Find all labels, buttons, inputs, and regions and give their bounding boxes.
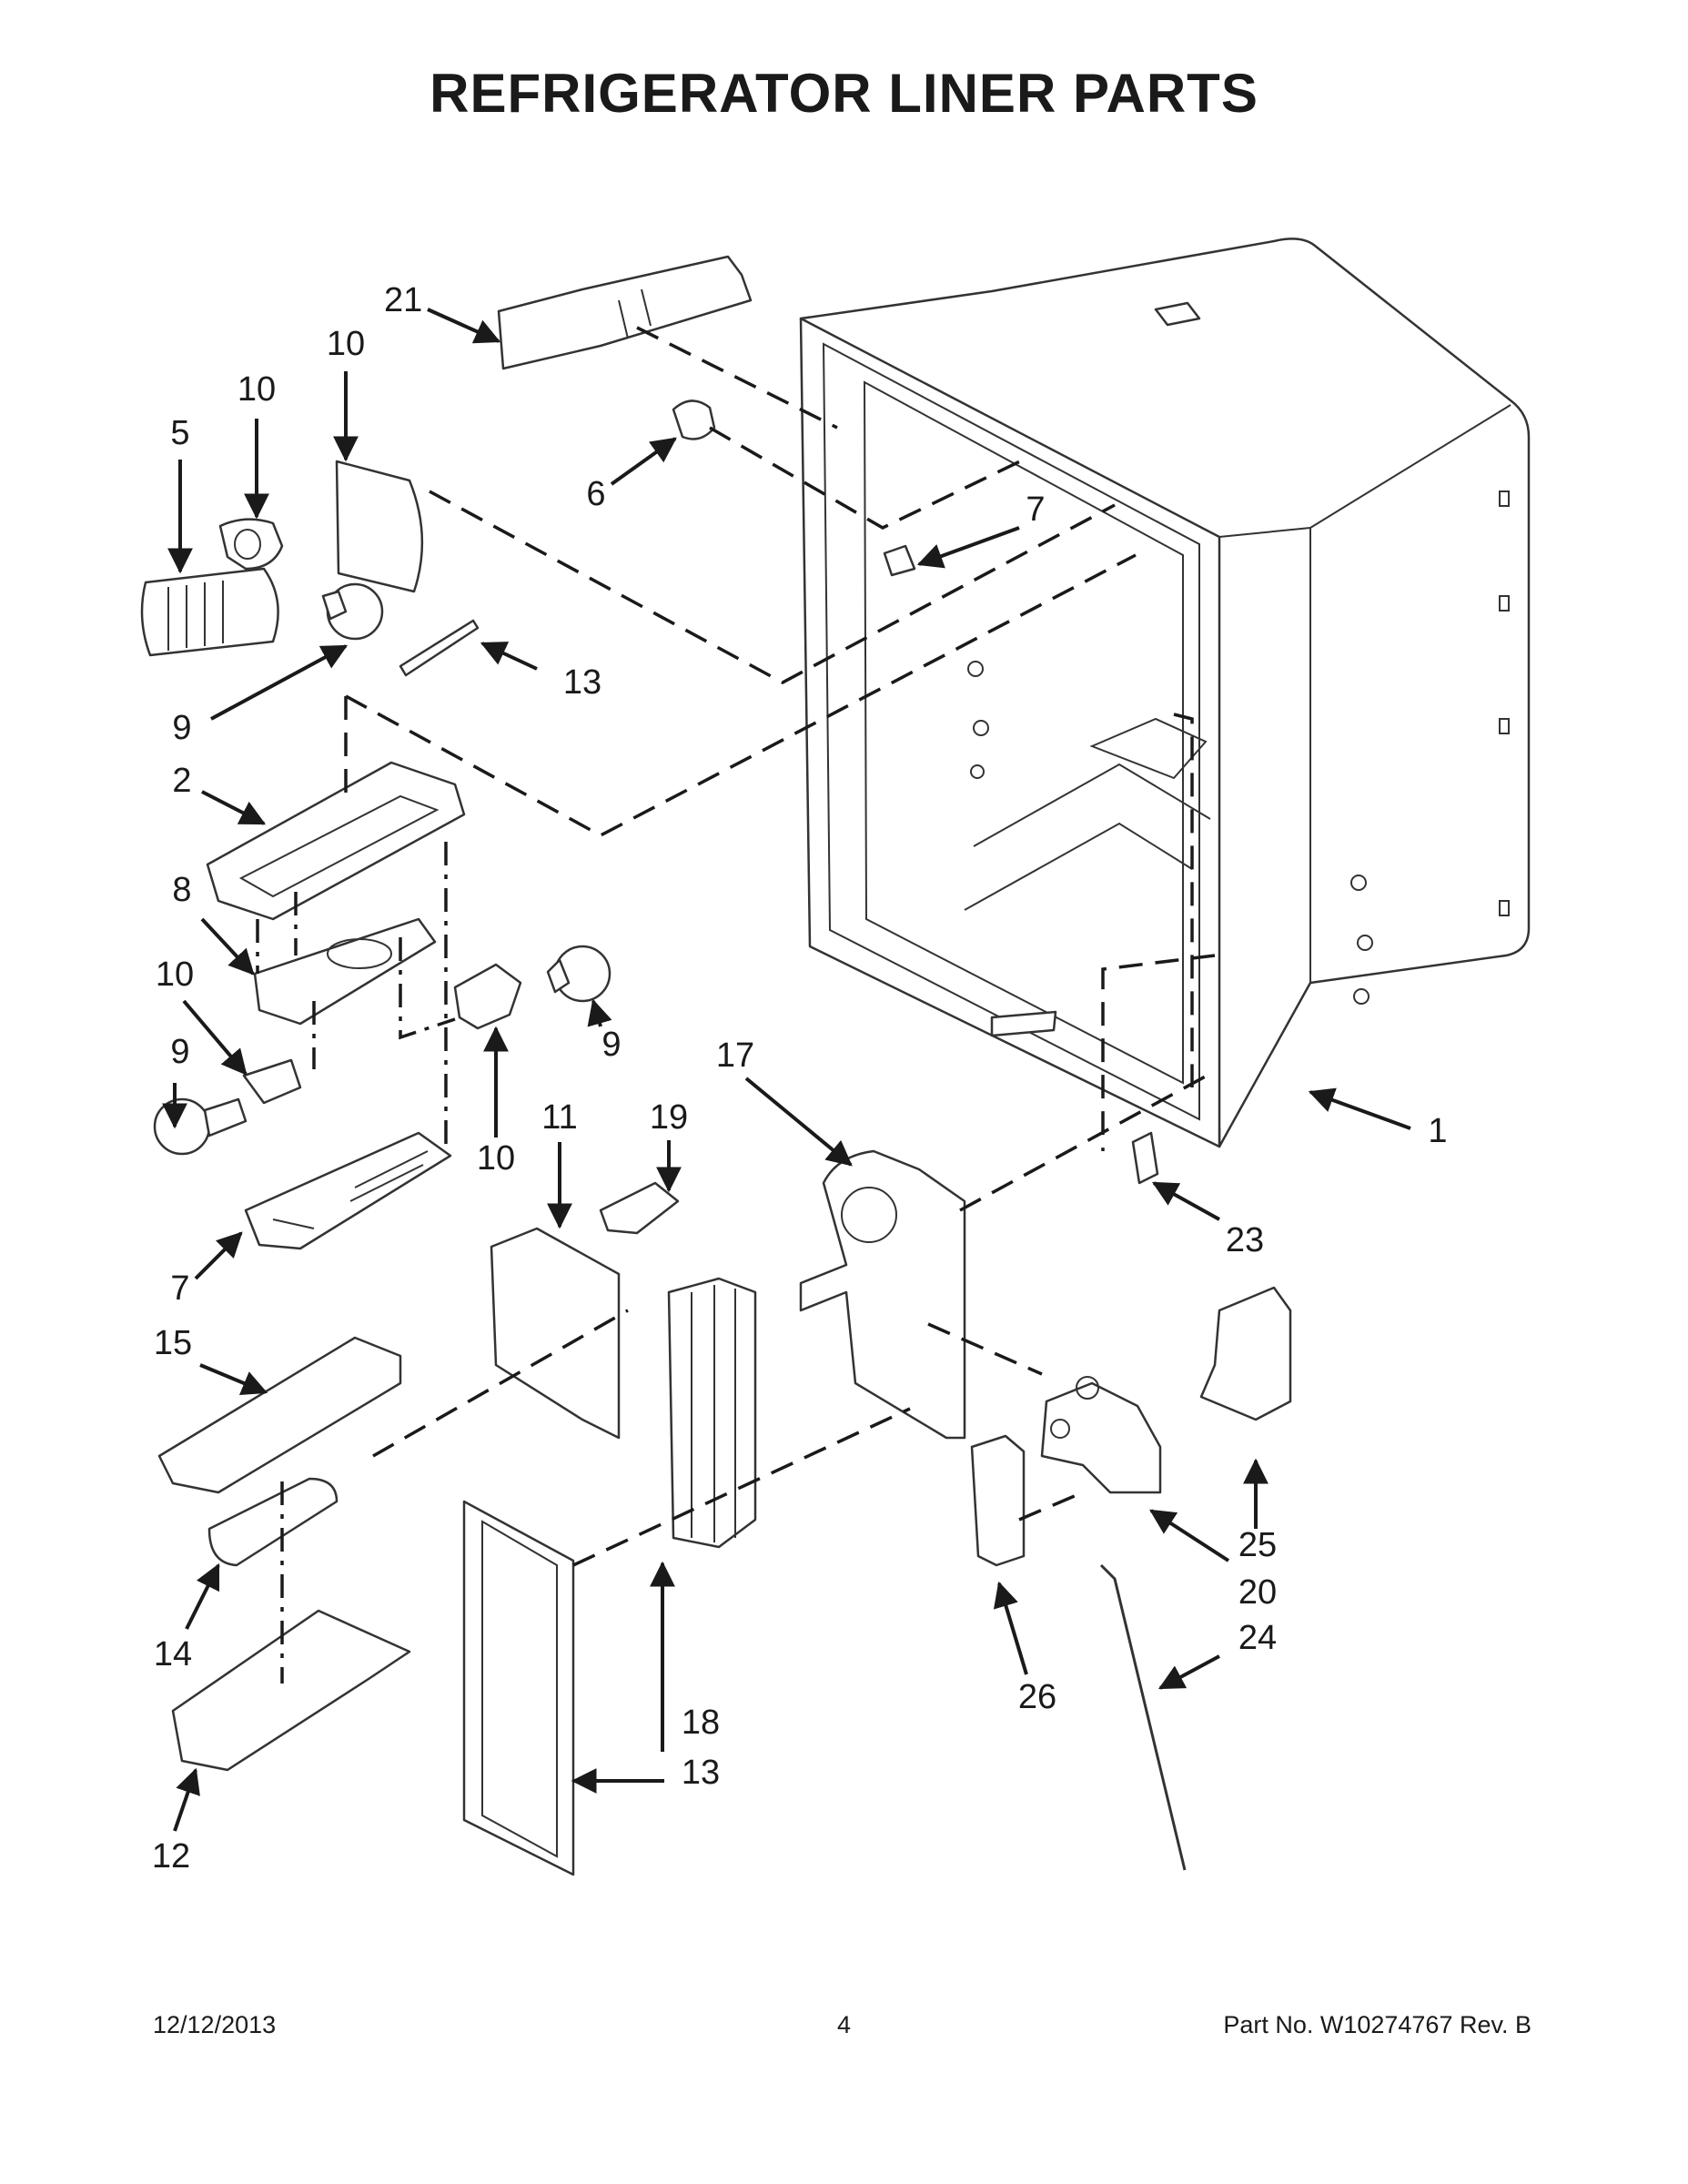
callout-5: 6 [586, 475, 605, 513]
callout-3: 10 [327, 325, 365, 363]
callout-4: 5 [170, 414, 189, 452]
callout-26: 26 [1018, 1678, 1056, 1716]
callout-1: 1 [1428, 1112, 1447, 1150]
callout-12: 12 [152, 1837, 190, 1876]
part-10-socket-upper [218, 518, 284, 571]
part-19-valve [599, 1181, 680, 1235]
footer-part-number: Part No. W10274767 Rev. B [1223, 2011, 1531, 2038]
part-12-tray [171, 1609, 411, 1772]
callout-7: 7 [170, 1269, 189, 1308]
callout-11: 11 [541, 1098, 577, 1137]
callout-9: 9 [601, 1026, 621, 1064]
callout-16: 13 [563, 663, 601, 702]
part-2-housing [206, 761, 466, 921]
part-9-bulb-middle [546, 945, 612, 1003]
part-9-bulb-upper [321, 582, 384, 641]
callout-25: 25 [1238, 1526, 1277, 1564]
part-14-filter [207, 1477, 339, 1567]
page-title: REFRIGERATOR LINER PARTS [430, 63, 1258, 124]
callout-17: 17 [716, 1036, 754, 1075]
footer-date: 12/12/2013 [153, 2011, 277, 2038]
callout-21: 21 [384, 281, 422, 319]
callout-10: 10 [477, 1139, 515, 1178]
part-3-shield [335, 460, 424, 593]
part-9-bulb-lower [153, 1097, 248, 1156]
callout-14: 14 [154, 1635, 192, 1673]
leader-arrows [162, 308, 1411, 1832]
callout-20: 20 [1238, 1573, 1277, 1612]
callout-9: 9 [172, 709, 191, 747]
callout-9: 9 [170, 1033, 189, 1071]
callout-23: 23 [1226, 1221, 1264, 1259]
callout-13: 13 [682, 1754, 720, 1792]
callout-8: 8 [172, 871, 191, 909]
callout-18: 18 [682, 1704, 720, 1742]
part-8-lens [253, 917, 437, 1026]
part-10-socket-middle [453, 963, 522, 1030]
part-24-tube [1099, 1563, 1187, 1871]
callout-10: 10 [156, 956, 194, 994]
part-6-switch [883, 544, 916, 577]
part-11-chute [490, 1227, 621, 1440]
part-23-clip [1131, 1131, 1159, 1185]
part-13-panel [462, 1500, 575, 1876]
callout-15: 15 [154, 1324, 192, 1362]
callout-2: 2 [172, 762, 191, 800]
part-18-heater [667, 1277, 757, 1549]
part-17-housing [799, 1149, 966, 1440]
callout-6: 7 [1026, 490, 1045, 529]
part-7-cover [244, 1131, 452, 1250]
callout-24: 24 [1238, 1619, 1277, 1657]
callout-10: 10 [238, 370, 276, 409]
callout-labels: 21 10 10 5 6 7 13 9 2 8 10 9 9 10 11 19 … [152, 281, 1448, 1876]
part-26-bracket [970, 1434, 1026, 1567]
part-21-cover [497, 255, 753, 370]
part-4-lens [140, 567, 279, 657]
part-1-liner [799, 238, 1531, 1148]
callout-19: 19 [650, 1098, 688, 1137]
part-15-housing [157, 1336, 402, 1494]
part-10-socket-lower [242, 1058, 302, 1105]
part-25-bracket [1199, 1286, 1292, 1421]
part-5-bracket [672, 399, 716, 440]
part-16-probe [399, 619, 480, 677]
assembly-lines [256, 326, 1216, 1684]
part-20-valve [1040, 1376, 1162, 1494]
footer-page-number: 4 [836, 2011, 852, 2038]
